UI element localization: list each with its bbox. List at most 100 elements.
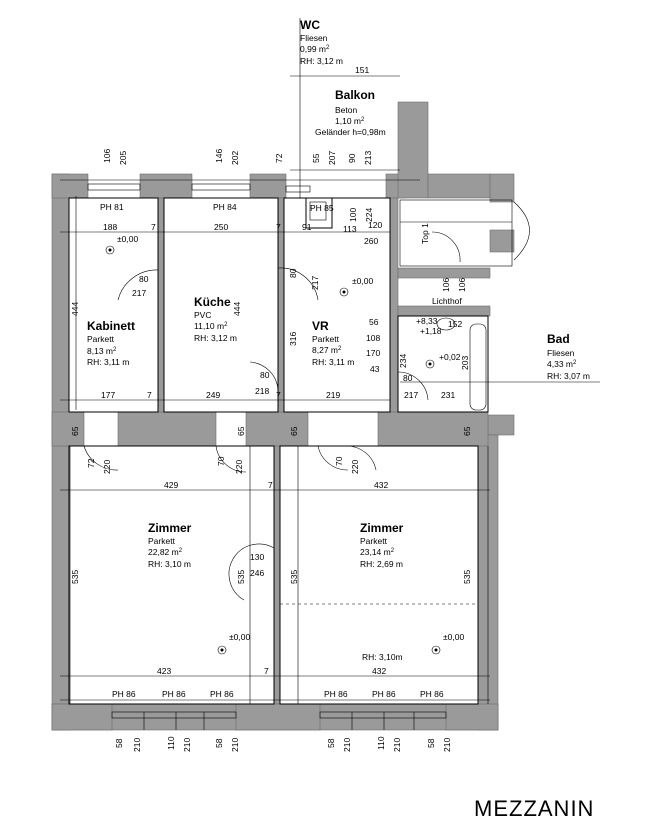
room-area: 1,10 m: [335, 116, 361, 126]
room-label-balkon: Balkon Beton 1,10 m2 Geländer h=0,98m: [315, 88, 386, 137]
window-height: PH 84: [213, 202, 237, 212]
svg-text:91: 91: [302, 222, 312, 232]
room-floor: Fliesen: [547, 348, 575, 358]
svg-text:432: 432: [372, 666, 386, 676]
room-floor: Parkett: [312, 334, 340, 344]
svg-text:58: 58: [214, 738, 224, 748]
svg-text:7: 7: [264, 666, 269, 676]
svg-text:220: 220: [234, 460, 244, 474]
svg-text:7: 7: [147, 390, 152, 400]
room-floor: PVC: [194, 310, 211, 320]
room-label-zimmer-right: Zimmer Parkett 23,14 m2 RH: 2,69 m: [360, 521, 404, 569]
svg-text:0,99 m2: 0,99 m2: [300, 44, 330, 54]
svg-text:1,10 m2: 1,10 m2: [335, 116, 365, 126]
lichthof-label: Lichthof: [432, 296, 462, 306]
svg-text:8,13 m2: 8,13 m2: [87, 346, 117, 356]
svg-text:210: 210: [182, 738, 192, 752]
svg-text:210: 210: [392, 738, 402, 752]
svg-text:120: 120: [368, 220, 382, 230]
room-label-bad: Bad Fliesen 4,33 m2 RH: 3,07 m: [547, 332, 590, 381]
svg-text:217: 217: [310, 276, 320, 290]
svg-text:535: 535: [289, 570, 299, 584]
room-floor: Parkett: [148, 536, 176, 546]
svg-text:250: 250: [214, 222, 228, 232]
room-label-kueche: Küche PVC 11,10 m2 RH: 3,12 m: [194, 295, 237, 343]
svg-text:219: 219: [326, 390, 340, 400]
zimmer-rh-label: RH: 3,10m: [362, 652, 403, 662]
room-label-kabinett: Kabinett Parkett 8,13 m2 RH: 3,11 m: [87, 319, 135, 367]
svg-text:535: 535: [236, 570, 246, 584]
window-height: PH 85: [310, 203, 334, 213]
svg-text:72: 72: [86, 458, 96, 468]
svg-text:65: 65: [236, 426, 246, 436]
svg-text:110: 110: [166, 736, 176, 750]
svg-text:220: 220: [350, 460, 360, 474]
dimension-values: 151 106 205 146 202 72 55 207 90 213 188…: [70, 65, 472, 676]
svg-text:56: 56: [369, 317, 379, 327]
svg-text:217: 217: [404, 390, 418, 400]
svg-text:246: 246: [250, 568, 264, 578]
svg-text:146: 146: [214, 149, 224, 163]
svg-text:65: 65: [462, 426, 472, 436]
level-label: +0,02: [439, 352, 461, 362]
room-name: Kabinett: [87, 319, 135, 333]
svg-text:70: 70: [334, 456, 344, 466]
svg-text:55: 55: [311, 153, 321, 163]
svg-text:7: 7: [151, 222, 156, 232]
room-name: WC: [300, 18, 320, 32]
window-height: PH 86: [162, 689, 186, 699]
room-label-zimmer-left: Zimmer Parkett 22,82 m2 RH: 3,10 m: [148, 521, 192, 569]
room-area: 23,14 m: [360, 547, 391, 557]
room-outlines: [68, 197, 489, 705]
svg-text:535: 535: [70, 570, 80, 584]
bottom-dimension-values: 58 210 110 210 58 210 58 210 110 210 58 …: [114, 736, 452, 752]
room-area: 8,13 m: [87, 346, 113, 356]
walls: [51, 101, 515, 731]
window-height: PH 86: [420, 689, 444, 699]
svg-text:210: 210: [342, 738, 352, 752]
room-height: RH: 3,12 m: [300, 56, 343, 66]
room-height: RH: 2,69 m: [360, 559, 403, 569]
room-height: RH: 3,07 m: [547, 371, 590, 381]
room-area: 22,82 m: [148, 547, 179, 557]
svg-text:213: 213: [363, 151, 373, 165]
window-height: PH 81: [100, 202, 124, 212]
svg-text:152: 152: [448, 319, 462, 329]
room-name: Küche: [194, 295, 231, 309]
svg-text:231: 231: [441, 390, 455, 400]
room-area: 0,99 m: [300, 44, 326, 54]
svg-text:4,33 m2: 4,33 m2: [547, 359, 577, 369]
svg-text:203: 203: [460, 356, 470, 370]
svg-text:106: 106: [457, 278, 467, 292]
misc-labels: Lichthof Top 1 RH: 3,10m ±0,00 ±0,00 +0,…: [100, 202, 464, 699]
svg-text:444: 444: [232, 302, 242, 316]
top-label: Top 1: [420, 223, 430, 244]
level-markers: [105, 245, 441, 655]
svg-text:72: 72: [274, 153, 284, 163]
svg-text:423: 423: [157, 666, 171, 676]
svg-text:205: 205: [118, 151, 128, 165]
window-height: PH 86: [210, 689, 234, 699]
doors: [83, 231, 461, 601]
room-name: Balkon: [335, 88, 375, 102]
svg-text:43: 43: [370, 364, 380, 374]
svg-text:188: 188: [103, 222, 117, 232]
room-floor: Beton: [335, 105, 357, 115]
room-height: RH: 3,12 m: [194, 333, 237, 343]
svg-text:108: 108: [366, 333, 380, 343]
svg-text:218: 218: [255, 386, 269, 396]
windows: [87, 183, 530, 730]
svg-text:7: 7: [276, 390, 281, 400]
svg-text:170: 170: [366, 348, 380, 358]
window-height: PH 86: [372, 689, 396, 699]
svg-text:210: 210: [132, 738, 142, 752]
svg-text:210: 210: [230, 738, 240, 752]
svg-text:70: 70: [216, 456, 226, 466]
svg-text:65: 65: [70, 426, 80, 436]
svg-text:7: 7: [268, 480, 273, 490]
svg-text:224: 224: [364, 208, 374, 222]
svg-text:113: 113: [343, 224, 357, 234]
level-label: ±0,00: [352, 276, 373, 286]
svg-text:106: 106: [441, 278, 451, 292]
floor-title: MEZZANIN: [474, 796, 594, 821]
